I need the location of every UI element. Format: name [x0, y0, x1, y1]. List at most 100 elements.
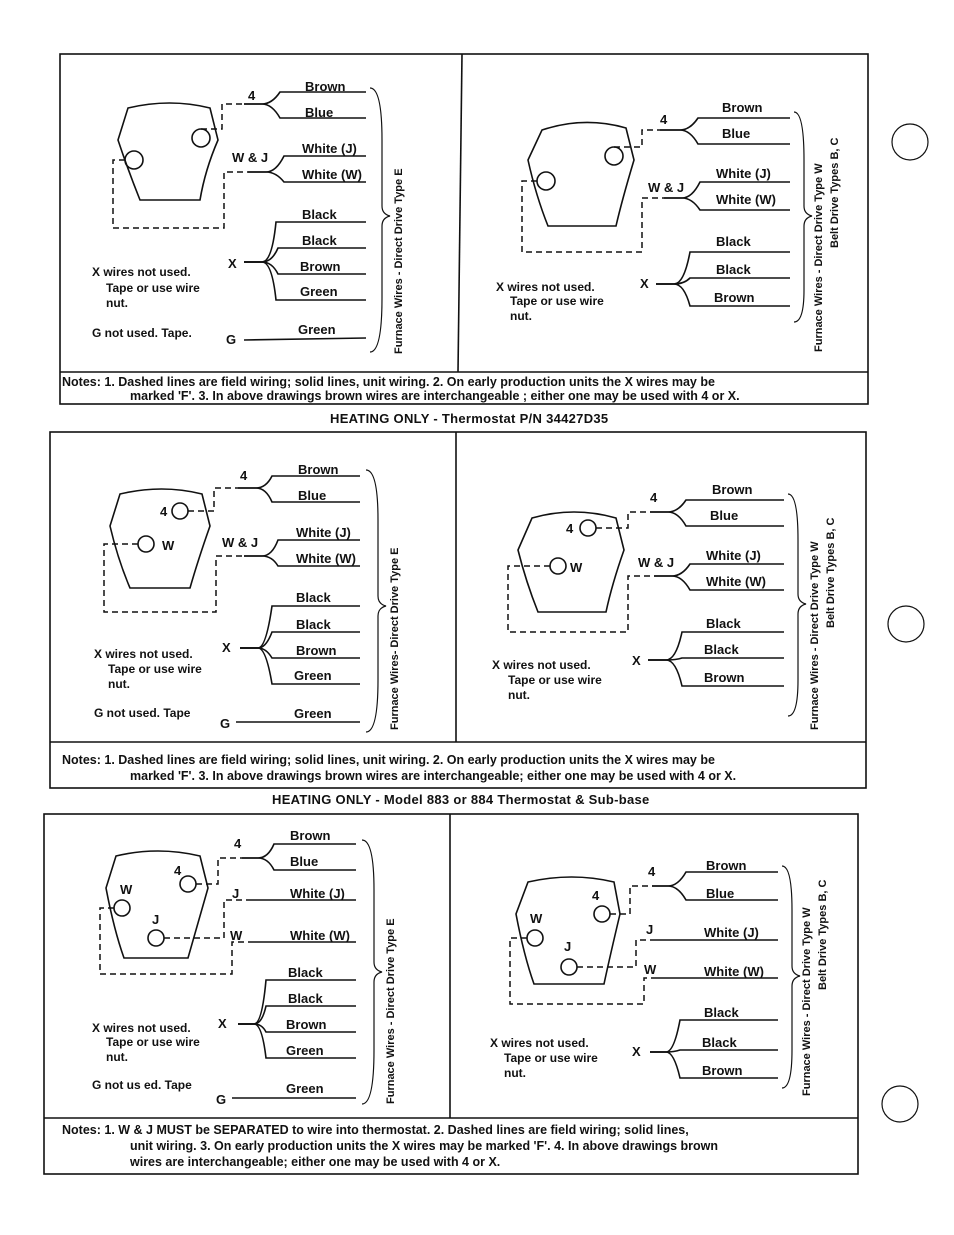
terminal-circle: [113, 899, 131, 917]
wire: [238, 475, 360, 489]
g-wire-note: G not us ed. Tape: [92, 1078, 192, 1092]
brace-label: Belt Drive Types B, C: [817, 880, 829, 990]
wire-label: Brown: [722, 100, 763, 115]
wire-label: Black: [716, 262, 751, 277]
stat-terminal-4: 4: [566, 521, 574, 536]
wire: [244, 261, 366, 301]
terminal-j-label: J: [646, 922, 653, 937]
wire-label: Black: [296, 590, 331, 605]
wire-label: White (W): [706, 574, 766, 589]
punch-hole: [881, 1085, 919, 1123]
terminal-circle: [124, 150, 144, 170]
wire-label: Black: [702, 1035, 737, 1050]
wire: [650, 1051, 778, 1079]
terminal-4-label: 4: [660, 112, 668, 127]
stat-terminal-j: J: [152, 912, 159, 927]
brace-label: Furnace Wires - Direct Drive Type W: [801, 907, 813, 1096]
punch-hole: [887, 605, 925, 643]
wire-label: Black: [716, 234, 751, 249]
wire-label: Black: [704, 1005, 739, 1020]
panel-notes: unit wiring. 3. On early production unit…: [130, 1139, 718, 1153]
panel-caption: HEATING ONLY - Thermostat P/N 34427D35: [330, 411, 608, 426]
x-wire-note: X wires not used.: [492, 658, 591, 672]
wire-label: White (J): [716, 166, 771, 181]
wire-label: Black: [302, 233, 337, 248]
wire-label: Brown: [300, 259, 341, 274]
panel-1-left-diagram: 4 W & J X G Brown Blue White (J) White (…: [92, 79, 405, 354]
field-wire: [507, 565, 654, 633]
brace-label: Furnace Wires - Direct Drive Type W: [809, 541, 821, 730]
wire-label: Green: [298, 322, 336, 337]
stat-terminal-w: W: [570, 560, 583, 575]
field-wire: [614, 129, 660, 148]
brace: [369, 87, 391, 353]
wire-label: Brown: [290, 828, 331, 843]
wire: [660, 129, 790, 145]
terminal-4-label: 4: [240, 468, 248, 483]
wire-label: White (W): [302, 167, 362, 182]
wire: [652, 871, 778, 887]
wire-label: White (W): [296, 551, 356, 566]
terminal-x-label: X: [632, 653, 641, 668]
terminal-circle: [179, 875, 197, 893]
terminal-4-label: 4: [248, 88, 256, 103]
field-wire: [577, 939, 652, 968]
wire: [244, 555, 360, 567]
wire: [238, 487, 360, 503]
stat-terminal-w: W: [120, 882, 133, 897]
terminal-circle: [560, 958, 578, 976]
stat-terminal-4: 4: [592, 888, 600, 903]
wire: [244, 103, 366, 119]
terminal-g-label: G: [226, 332, 236, 347]
g-wire-note: G not used. Tape: [94, 706, 191, 720]
panel-1-frame: [59, 53, 869, 405]
wire-label: Black: [288, 965, 323, 980]
x-wire-note: X wires not used.: [92, 265, 191, 279]
terminal-x-label: X: [640, 276, 649, 291]
wire-label: Brown: [704, 670, 745, 685]
panel-2-right-diagram: 4 W 4 W & J X Brown Blue White (J) White…: [492, 482, 837, 730]
field-wire: [112, 159, 248, 229]
wire: [654, 575, 784, 591]
wire-label: Blue: [706, 886, 734, 901]
x-wire-note: nut.: [108, 677, 130, 691]
terminal-circle: [536, 171, 556, 191]
wire-label: Blue: [710, 508, 738, 523]
thermostat-outline: [527, 121, 635, 227]
thermostat-outline: [109, 488, 211, 589]
wire-label: Black: [704, 642, 739, 657]
brace-label: Belt Drive Types B, C: [825, 518, 837, 628]
panel-notes: marked 'F'. 3. In above drawings brown w…: [130, 769, 736, 783]
g-wire-note: G not used. Tape.: [92, 326, 192, 340]
stat-terminal-w: W: [162, 538, 175, 553]
wire-label: White (J): [290, 886, 345, 901]
panel-notes: Notes: 1. Dashed lines are field wiring;…: [62, 753, 715, 767]
stat-terminal-w: W: [530, 911, 543, 926]
terminal-circle: [593, 905, 611, 923]
terminal-circle: [191, 128, 211, 148]
wire-label: Black: [296, 617, 331, 632]
thermostat-outline: [117, 102, 219, 201]
wire-label: Blue: [722, 126, 750, 141]
wire-label: Blue: [305, 105, 333, 120]
field-wire: [521, 180, 664, 253]
wire-label: Green: [294, 706, 332, 721]
field-wire: [99, 907, 248, 975]
brace-label: Furnace Wires - Direct Drive Type E: [385, 918, 397, 1104]
x-wire-note: nut.: [510, 309, 532, 323]
panel-1-divider: [457, 53, 463, 373]
wire-label: Green: [294, 668, 332, 683]
wire-label: White (J): [302, 141, 357, 156]
wire-label: Blue: [298, 488, 326, 503]
x-wire-note: Tape or use wire: [504, 1051, 598, 1065]
terminal-4-label: 4: [648, 864, 656, 879]
panel-2: 4 W 4 W & J X G Brown Blue White (J) Whi…: [49, 431, 867, 807]
terminal-4-label: 4: [234, 836, 242, 851]
wire: [242, 857, 356, 871]
thermostat-outline: [105, 850, 209, 959]
terminal-circle: [579, 519, 597, 537]
thermostat-outline: [517, 511, 625, 613]
terminal-wj-label: W & J: [638, 555, 674, 570]
x-wire-note: Tape or use wire: [510, 294, 604, 308]
wire-label: Brown: [714, 290, 755, 305]
